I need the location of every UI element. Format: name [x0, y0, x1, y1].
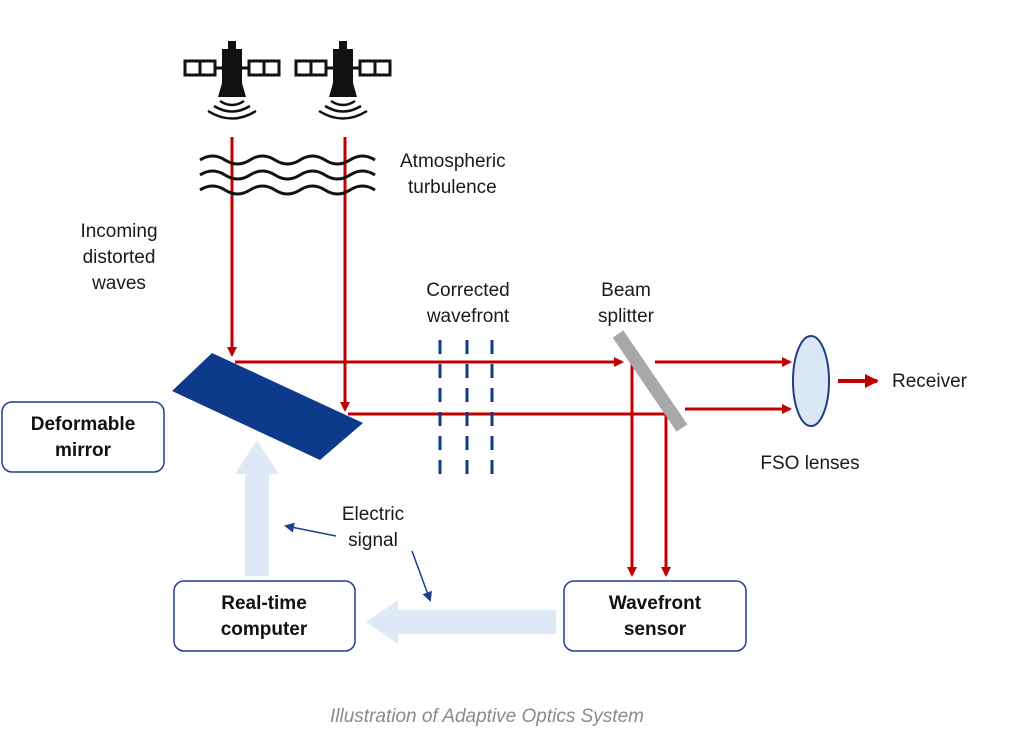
fso-lens-shape [792, 335, 830, 427]
incoming-waves-label: Incoming [80, 221, 157, 242]
beam-splitter-label: Beam [601, 280, 651, 301]
electric-signal-pointers [284, 522, 432, 602]
incoming-waves-label: distorted [83, 247, 156, 268]
incoming-waves-label: waves [91, 273, 146, 294]
optical-beams [227, 137, 879, 577]
corrected-wavefront-label: wavefront [426, 306, 510, 327]
deformable-mirror-shape [172, 353, 363, 460]
wavefront-sensor-box: Wavefront sensor [563, 580, 747, 652]
wavefront-sensor-label: sensor [624, 619, 687, 640]
wavefront-sensor-label: Wavefront [609, 593, 702, 614]
beam-splitter-shape [612, 330, 688, 432]
beam-splitter-label: splitter [598, 306, 655, 327]
deformable-mirror-box: Deformable mirror [1, 401, 165, 473]
diagram-caption: Illustration of Adaptive Optics System [330, 706, 644, 727]
receiver-label: Receiver [892, 371, 968, 392]
satellite-icon [294, 39, 392, 120]
electric-signal-label: Electric [342, 504, 404, 525]
fso-lenses-label: FSO lenses [760, 453, 859, 474]
signal-arrow-sensor-to-computer [366, 600, 556, 644]
electric-signal-label: signal [348, 530, 398, 551]
real-time-computer-box: Real-time computer [173, 580, 356, 652]
satellite-icon [183, 39, 281, 120]
atmospheric-turbulence-label: turbulence [408, 177, 497, 198]
real-time-computer-label: computer [221, 619, 308, 640]
corrected-wavefront-label: Corrected [426, 280, 509, 301]
deformable-mirror-label: mirror [55, 440, 112, 461]
turbulence-waves [199, 154, 376, 196]
real-time-computer-label: Real-time [221, 593, 307, 614]
atmospheric-turbulence-label: Atmospheric [400, 151, 506, 172]
deformable-mirror-label: Deformable [31, 414, 136, 435]
signal-arrow-computer-to-mirror [235, 440, 279, 576]
